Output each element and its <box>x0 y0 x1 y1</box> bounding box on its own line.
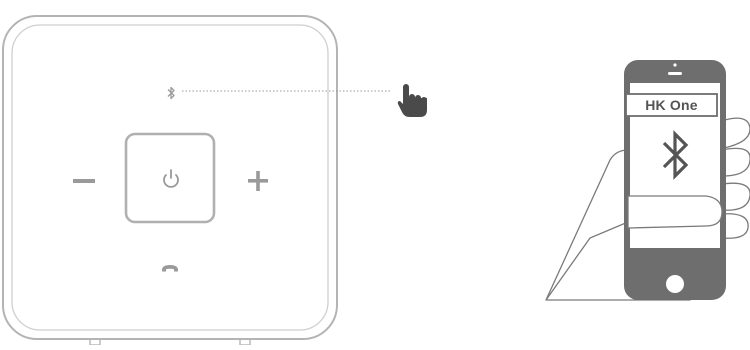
speaker <box>3 16 337 345</box>
minus-icon[interactable] <box>73 179 95 183</box>
power-button[interactable] <box>126 134 214 222</box>
home-button <box>666 275 684 293</box>
thumb <box>628 196 722 228</box>
tap-hand-icon <box>398 84 427 117</box>
device-name-label: HK One <box>626 94 717 116</box>
